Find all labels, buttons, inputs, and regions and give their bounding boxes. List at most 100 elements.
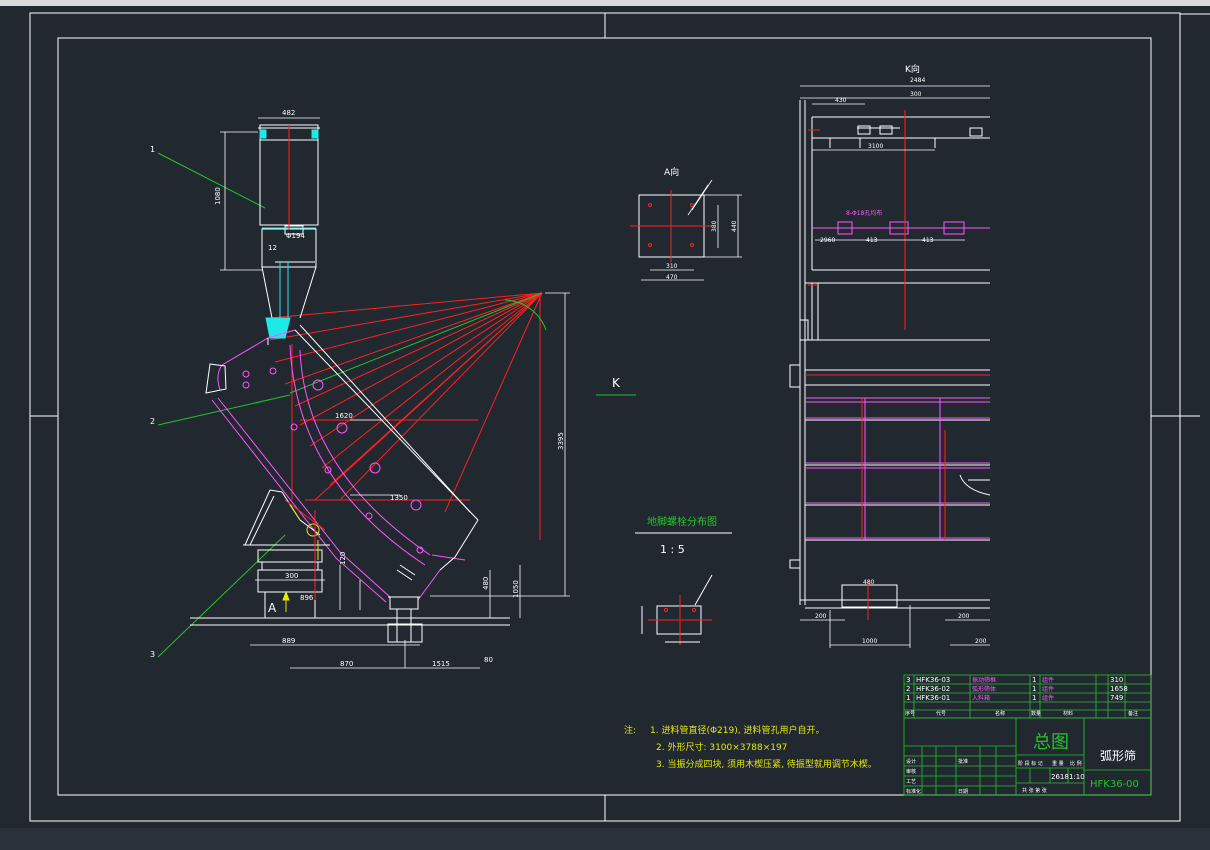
row1-code: HFK36-01 xyxy=(916,694,950,702)
main-view xyxy=(157,117,570,669)
scale-label: 比 例 xyxy=(1070,760,1082,767)
row1-name: 入料箱 xyxy=(972,694,990,702)
title-block xyxy=(903,717,1152,796)
view-k-s2: 413 xyxy=(866,237,878,244)
scale-value: 1:10 xyxy=(1069,773,1085,781)
view-a-h1: 380 xyxy=(711,220,718,232)
section-arrow-label: A xyxy=(268,601,277,615)
row3-mat: 组件 xyxy=(1042,676,1054,684)
weight-value: 2618 xyxy=(1051,773,1069,781)
view-k-base-a: 480 xyxy=(863,579,875,586)
header-no: 序号 xyxy=(905,710,915,717)
dim-inner: Φ194 xyxy=(286,232,305,240)
sheet-border-outer xyxy=(29,12,1181,822)
callout-1: 1 xyxy=(150,145,155,154)
label-design: 设计 xyxy=(906,758,916,765)
main-dimension-lines xyxy=(220,117,570,669)
header-name: 名称 xyxy=(995,710,1005,717)
bolt-layout-title: 地脚螺栓分布图 xyxy=(647,515,717,528)
row3-name: 振动筛框 xyxy=(972,676,996,684)
discharge-spout xyxy=(389,596,419,610)
dim-bottom-left: 300 xyxy=(285,572,298,580)
view-k-mid: 3100 xyxy=(868,143,883,150)
bolt-layout-labels: 地脚螺栓分布图 1 : 5 xyxy=(647,515,717,556)
pivot-bearing xyxy=(306,523,320,537)
note-1: 1. 进料管直径(Φ219), 进料管孔用户自开。 xyxy=(650,724,824,736)
row2-qty: 1 xyxy=(1032,685,1036,693)
drawing-name: 总图 xyxy=(1033,732,1069,753)
row3-weight: 310 xyxy=(1110,676,1123,684)
dim-v1: 1050 xyxy=(512,580,520,598)
dim-mid: 1350 xyxy=(390,494,408,502)
row3-code: HFK36-03 xyxy=(916,676,950,684)
row2-code: HFK36-02 xyxy=(916,685,950,693)
sheet-info: 共 张 第 张 xyxy=(1022,787,1047,794)
dim-base3: 896 xyxy=(300,594,314,602)
row2-weight: 1658 xyxy=(1110,685,1128,693)
view-k-label: 300 xyxy=(910,91,922,98)
dim-base2: 1515 xyxy=(432,660,450,668)
dim-foot: 80 xyxy=(484,656,493,664)
k-arrow-label: K xyxy=(612,376,621,390)
label-date: 日期 xyxy=(958,789,968,795)
view-k-base-b: 200 xyxy=(815,613,827,620)
label-process: 工艺 xyxy=(906,779,916,785)
row2-mat: 组件 xyxy=(1042,685,1054,693)
support-frame xyxy=(190,489,510,626)
weight-label: 重 量 xyxy=(1052,760,1064,767)
view-a-w2: 470 xyxy=(666,274,678,281)
window-bottom-bar xyxy=(0,828,1210,850)
view-k-r2: 200 xyxy=(975,638,987,645)
note-3: 3. 当振分成四块, 须用木楔压紧, 待振型就用调节木楔。 xyxy=(656,758,877,770)
view-k-s3: 413 xyxy=(922,237,934,244)
window-top-bar xyxy=(0,0,1210,6)
dim-height-right: 3395 xyxy=(557,432,565,450)
header-mat: 材料 xyxy=(1063,710,1073,717)
view-k-pipe: 8-Φ18孔均布 xyxy=(846,209,882,217)
callout-3: 3 xyxy=(150,650,155,659)
notes: 注: 1. 进料管直径(Φ219), 进料管孔用户自开。 2. 外形尺寸: 31… xyxy=(624,724,877,770)
view-a-w1: 310 xyxy=(666,263,678,270)
row2-no: 2 xyxy=(906,685,910,693)
title-block-text: 总图 弧形筛 HFK36-00 阶 段 标 记 重 量 比 例 2618 1:1… xyxy=(906,732,1139,795)
row1-qty: 1 xyxy=(1032,694,1036,702)
callout-2: 2 xyxy=(150,417,155,426)
main-view-labels: 1 2 3 A 482 1080 12 Φ194 1620 3395 1350 … xyxy=(150,109,565,668)
drawing-canvas[interactable]: 1 2 3 A 482 1080 12 Φ194 1620 3395 1350 … xyxy=(0,0,1210,828)
dim-v2: 480 xyxy=(482,577,490,590)
view-k-title: K向 xyxy=(905,63,920,75)
feed-plate xyxy=(205,363,227,394)
centering-marks xyxy=(30,13,1210,821)
k-direction-arrow: K xyxy=(596,376,636,396)
ray-fan xyxy=(269,292,543,540)
inlet-flange-left xyxy=(259,129,267,139)
view-a-title: A向 xyxy=(664,166,679,178)
inlet-flange-right xyxy=(311,129,319,139)
drawing-number: HFK36-00 xyxy=(1090,779,1139,790)
view-a-h2: 440 xyxy=(731,220,738,232)
bolt-layout-scale: 1 : 5 xyxy=(660,543,685,556)
stage-label: 阶 段 标 记 xyxy=(1018,760,1043,767)
header-remark: 备注 xyxy=(1128,710,1138,717)
dim-v3: 120 xyxy=(339,552,347,565)
dim-small1: 12 xyxy=(268,244,277,252)
label-approve: 批准 xyxy=(958,758,968,765)
product-name: 弧形筛 xyxy=(1100,748,1136,763)
bolt-layout xyxy=(635,532,732,645)
green-leaders xyxy=(157,152,547,658)
view-k xyxy=(789,85,991,648)
parts-table-text: 3 HFK36-03 振动筛框 1 组件 310 2 HFK36-02 弧形筛体… xyxy=(905,676,1138,717)
header-qty: 数量 xyxy=(1031,710,1041,717)
dim-base1: 870 xyxy=(340,660,353,668)
dim-hopper-height: 1080 xyxy=(214,187,222,205)
view-k-s1: 2960 xyxy=(820,237,835,244)
dim-arc-width: 1620 xyxy=(335,412,353,420)
support-circles xyxy=(242,367,424,554)
row3-no: 3 xyxy=(906,676,910,684)
view-k-base-c: 1000 xyxy=(862,638,877,645)
dim-top-width: 482 xyxy=(282,109,295,117)
label-review: 审核 xyxy=(906,768,916,775)
view-k-labels: K向 2484 300 430 3100 8-Φ18孔均布 2960 413 4… xyxy=(815,63,987,645)
row3-qty: 1 xyxy=(1032,676,1036,684)
view-k-left: 430 xyxy=(835,97,847,104)
